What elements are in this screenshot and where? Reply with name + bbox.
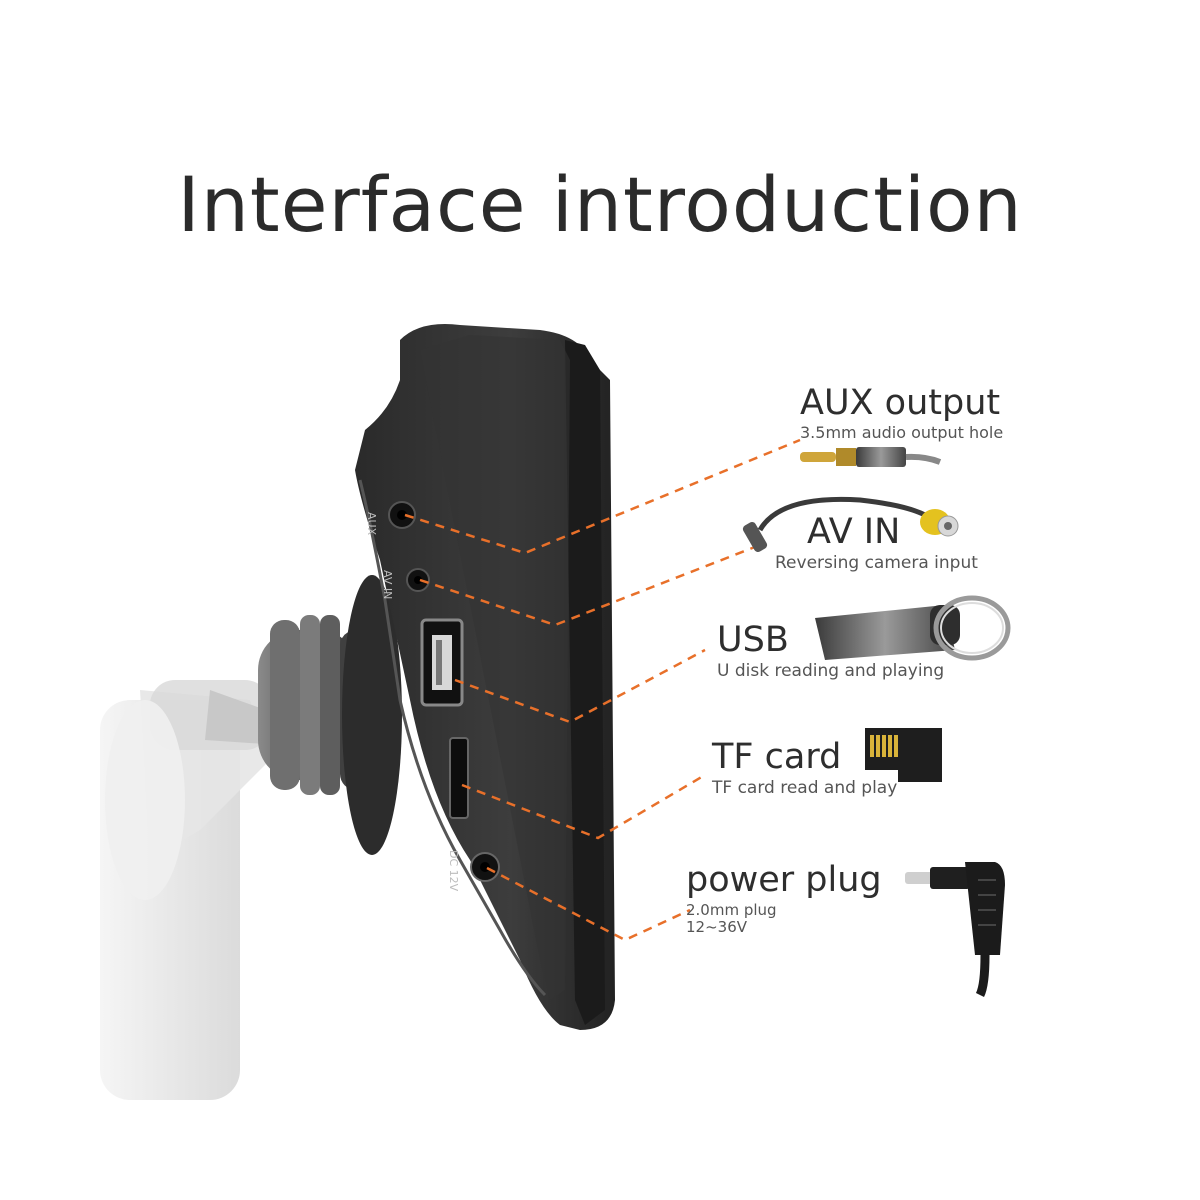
- av-cable-image: [742, 496, 959, 553]
- leader-line-tf: [461, 773, 706, 840]
- label-power-plug: power plug 2.0mm plug 12~36V: [686, 860, 882, 936]
- port-desc-power-2: 12~36V: [686, 918, 748, 936]
- port-desc-av-in: Reversing camera input: [775, 553, 978, 573]
- leader-line-aux: [404, 438, 801, 555]
- aux-plug-image: [800, 447, 942, 467]
- port-name-usb: USB: [717, 620, 789, 660]
- device-label-av-in: AV IN: [381, 570, 394, 599]
- leader-line-av-in: [419, 543, 761, 627]
- tf-card-image: [865, 728, 942, 782]
- port-desc-usb: U disk reading and playing: [717, 661, 945, 681]
- label-aux-output: AUX output 3.5mm audio output hole: [800, 383, 1003, 442]
- device-label-dc: DC 12V: [447, 850, 460, 892]
- tf-card-slot: [449, 737, 469, 819]
- port-name-av-in: AV IN: [807, 512, 901, 552]
- leader-line-usb: [454, 648, 706, 724]
- label-usb: USB U disk reading and playing: [717, 620, 944, 681]
- label-tf-card: TF card TF card read and play: [712, 737, 897, 798]
- device-body: [355, 324, 615, 1030]
- device-port-labels: AUX AV IN DC 12V: [365, 512, 460, 892]
- device-ports: [388, 501, 500, 882]
- suction-mount-arm: [100, 680, 280, 1100]
- leader-lines: [404, 438, 801, 942]
- port-desc-power-1: 2.0mm plug: [686, 901, 777, 919]
- device-label-aux: AUX: [365, 512, 378, 536]
- port-name-tf: TF card: [712, 737, 842, 777]
- power-plug-image: [905, 862, 1005, 998]
- port-name-aux: AUX output: [800, 383, 1001, 423]
- usb-drive-image: [815, 595, 1011, 661]
- page-title: Interface introduction: [177, 160, 1023, 249]
- port-name-power: power plug: [686, 860, 882, 900]
- leader-line-power: [486, 866, 691, 942]
- label-av-in: AV IN Reversing camera input: [775, 512, 978, 573]
- port-desc-aux: 3.5mm audio output hole: [800, 423, 1004, 442]
- ball-joint-knob: [258, 575, 402, 855]
- port-desc-tf: TF card read and play: [712, 778, 898, 798]
